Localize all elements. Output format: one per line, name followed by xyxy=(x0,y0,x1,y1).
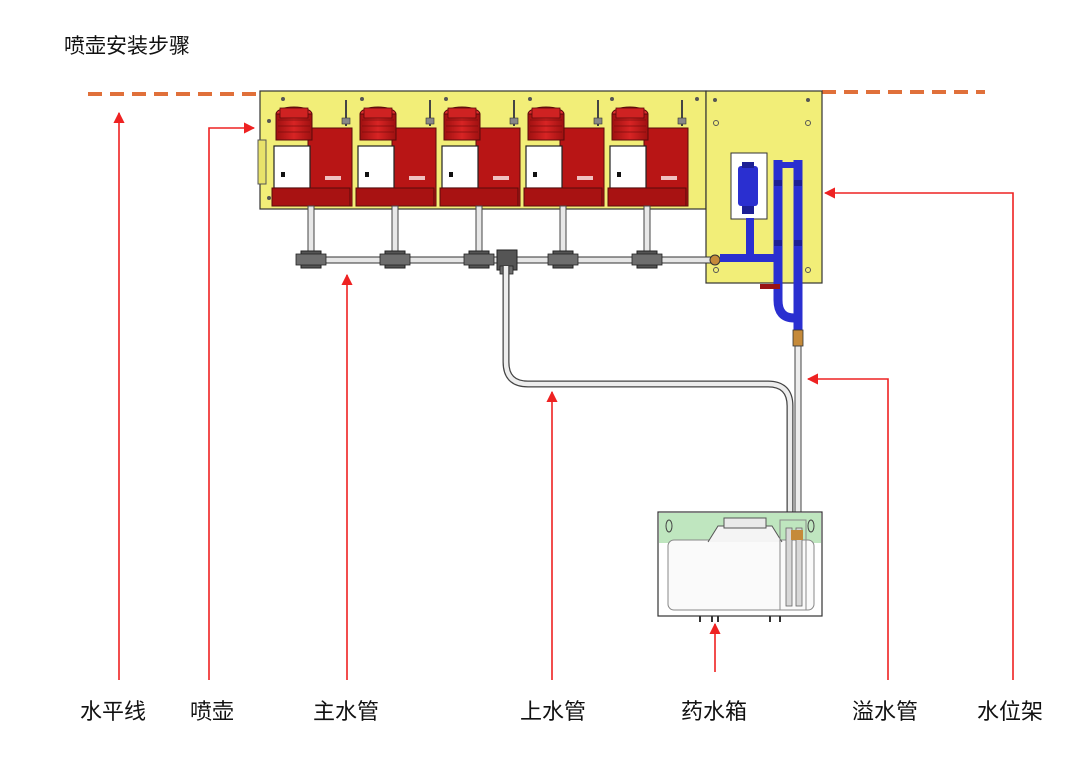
panel-screw-holes xyxy=(267,97,811,273)
label-sprayer: 喷壶 xyxy=(190,700,235,725)
sprayer xyxy=(523,100,605,257)
label-main-pipe: 主水管 xyxy=(313,700,380,725)
pipe-fitting xyxy=(547,250,579,269)
overflow-water-pipe xyxy=(794,345,802,527)
sprayer xyxy=(355,100,437,257)
arrow-overflow-pipe xyxy=(806,373,889,680)
arrow-level-rack xyxy=(823,187,1014,680)
supply-water-pipe xyxy=(502,266,794,528)
label-overflow-pipe: 溢水管 xyxy=(852,700,919,725)
panel-side-tab xyxy=(257,139,267,185)
pipe-fitting xyxy=(631,250,663,269)
pipe-fitting xyxy=(463,250,495,269)
label-horizontal-line: 水平线 xyxy=(80,700,147,725)
annotation-arrows xyxy=(113,111,1014,680)
horizontal-level-line xyxy=(88,90,985,96)
sprayer xyxy=(439,100,521,257)
label-supply-pipe: 上水管 xyxy=(520,700,587,725)
label-tank: 药水箱 xyxy=(681,700,748,725)
sprayer xyxy=(607,100,689,257)
medicine-tank xyxy=(657,511,823,622)
sprayer-group xyxy=(271,100,689,257)
pipe-fitting xyxy=(379,250,411,269)
label-level-rack: 水位架 xyxy=(977,700,1044,725)
pipe-fittings xyxy=(295,249,663,275)
pipe-fitting xyxy=(295,250,327,269)
page-title: 喷壶安装步骤 xyxy=(64,34,190,58)
sprayer xyxy=(271,100,353,257)
level-rack-assembly xyxy=(720,152,804,347)
arrow-sprayer xyxy=(208,122,256,680)
